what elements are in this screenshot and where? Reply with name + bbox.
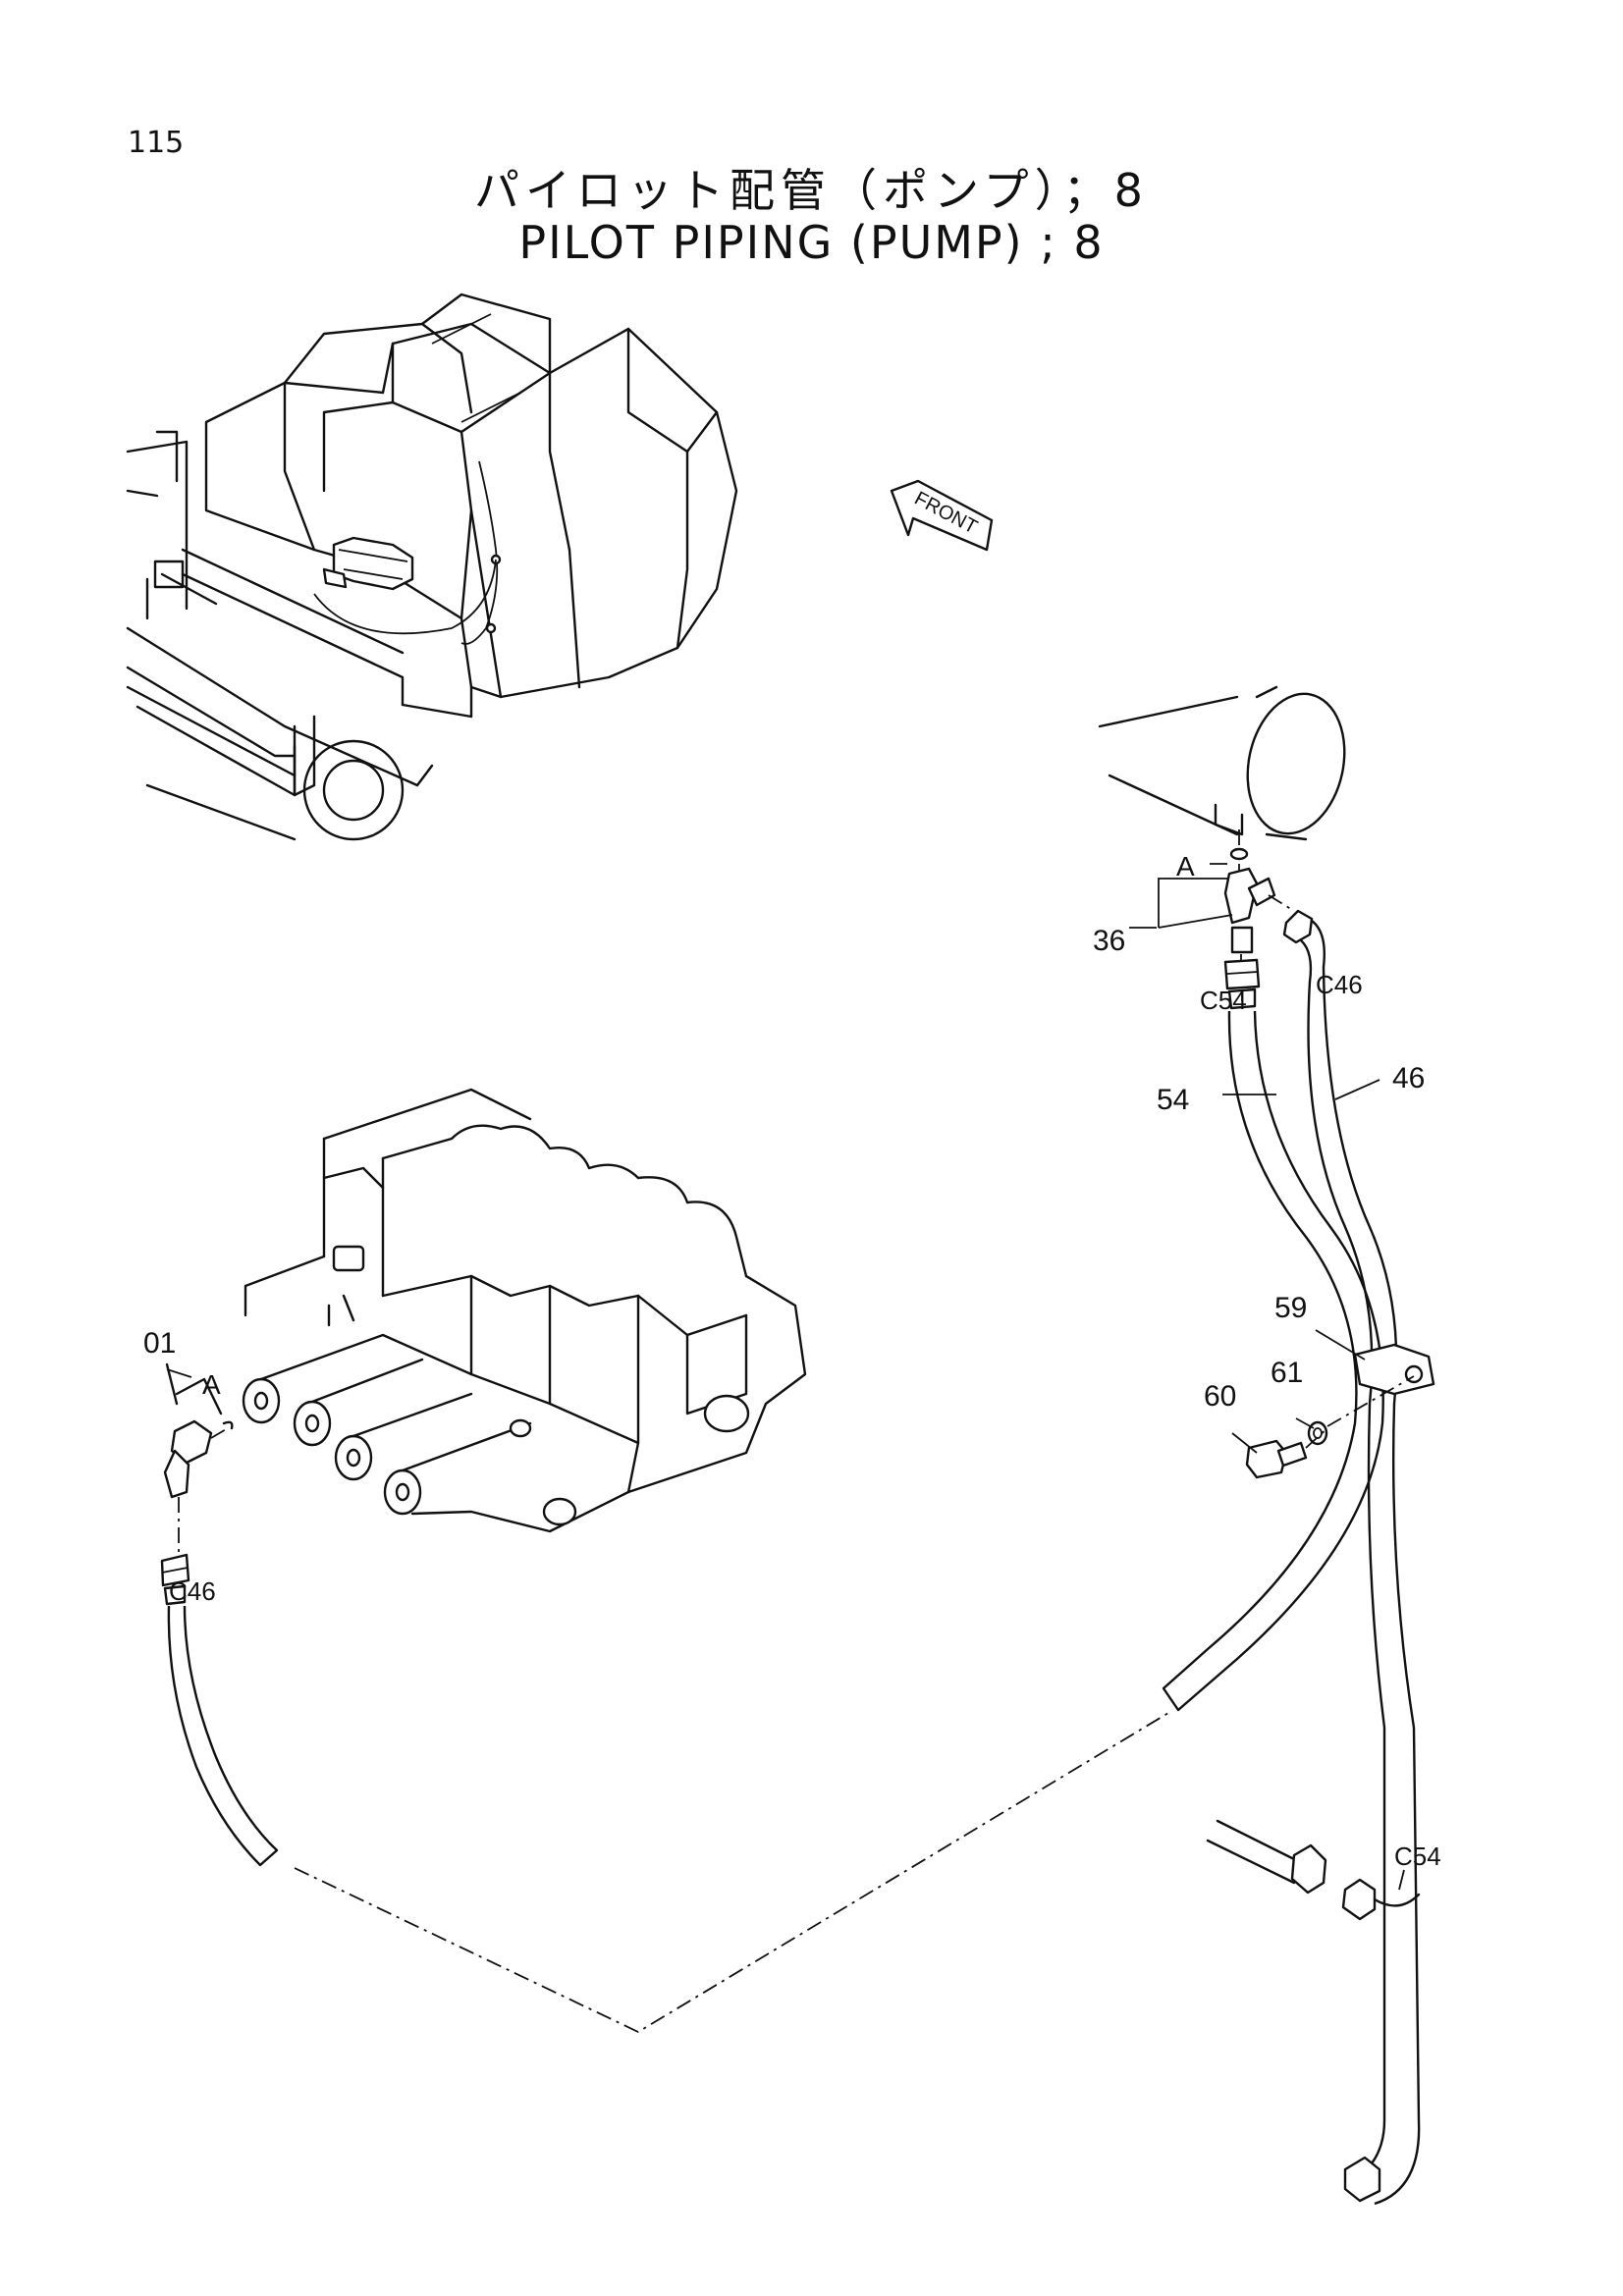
pump-housing [1098,685,1346,861]
tee-fitting-36 [1223,864,1295,962]
callout-59: 59 [1274,1292,1307,1324]
ref-a-upper: A [1176,851,1195,881]
callout-c46-lower: C46 [169,1576,216,1606]
bolt-60 [1245,1439,1308,1479]
callout-01: 01 [143,1327,176,1360]
callout-61: 61 [1271,1357,1303,1389]
elbow-fitting-01 [163,1362,234,1556]
page-number: 115 [128,126,185,160]
pipe-bottom-right [1206,1819,1421,1921]
control-valve [242,1088,807,1533]
title-japanese: パイロット配管（ポンプ）；8 [474,164,1149,217]
routing-lines [294,1712,1169,2034]
excavator-overview: FRONT [126,293,994,841]
callout-36: 36 [1093,925,1125,957]
callout-54: 54 [1157,1084,1189,1116]
nut-c46-upper [1282,909,1325,984]
callout-60: 60 [1204,1380,1236,1413]
nut-c46-lower [160,1553,190,1606]
hose-lower-left [167,1605,279,1867]
hose-54 [1162,1010,1384,1712]
front-arrow: FRONT [890,479,994,552]
callout-c54-lower: C54 [1394,1842,1441,1871]
clamp-59 [1353,1343,1435,1396]
hose-46 [1307,966,1421,2206]
title-english: PILOT PIPING (PUMP) ; 8 [518,216,1105,269]
callout-labels: A 36 C54 C46 54 46 59 60 61 01 A C46 C54 [143,851,1441,1871]
callout-46: 46 [1392,1062,1425,1095]
leader-lines [166,863,1405,1891]
ref-a-lower: A [202,1369,221,1400]
callout-c54-upper: C54 [1200,986,1247,1015]
callout-c46-upper: C46 [1316,970,1363,999]
